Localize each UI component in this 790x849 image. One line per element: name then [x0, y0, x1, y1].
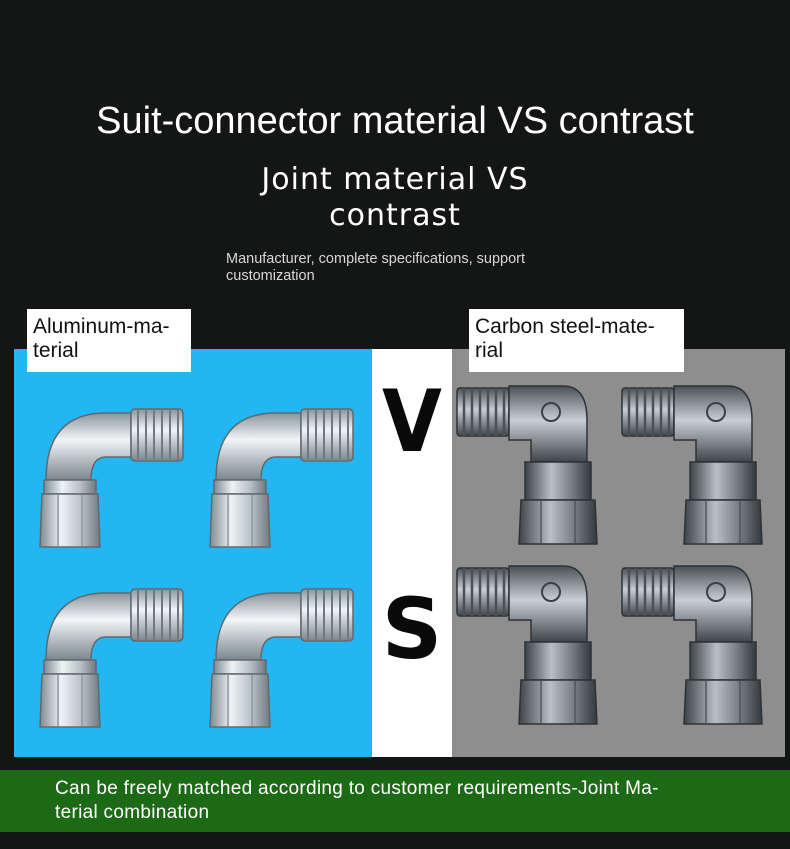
- note-line-2: customization: [226, 268, 315, 284]
- aluminum-label-line-1: Aluminum-ma-: [33, 315, 170, 338]
- aluminum-material-label: Aluminum-ma- terial: [27, 309, 191, 372]
- aluminum-elbow-fitting-icon: [39, 588, 184, 728]
- manufacturer-note: Manufacturer, complete specifications, s…: [226, 251, 586, 285]
- carbon-steel-elbow-fitting-icon: [456, 565, 598, 725]
- carbon-steel-label-line-2: rial: [475, 339, 504, 362]
- subtitle-line-2: contrast: [329, 198, 461, 233]
- aluminum-elbow-fitting-icon: [39, 408, 184, 548]
- carbon-steel-elbow-fitting-icon: [456, 385, 598, 545]
- footer-line-2: terial combination: [55, 802, 210, 823]
- page-title: Suit-connector material VS contrast: [96, 100, 694, 142]
- carbon-steel-elbow-fitting-icon: [621, 565, 763, 725]
- aluminum-elbow-fitting-icon: [209, 588, 354, 728]
- vs-letter-v: V: [382, 372, 442, 472]
- aluminum-elbow-fitting-icon: [209, 408, 354, 548]
- vs-divider-panel: [372, 349, 452, 757]
- page-subtitle: Joint material VS contrast: [245, 162, 545, 234]
- carbon-steel-material-label: Carbon steel-mate- rial: [469, 309, 684, 372]
- subtitle-line-1: Joint material VS: [261, 162, 529, 197]
- footer-caption: Can be freely matched according to custo…: [55, 777, 735, 825]
- note-line-1: Manufacturer, complete specifications, s…: [226, 251, 526, 267]
- vs-letter-s: S: [381, 580, 443, 678]
- aluminum-label-line-2: terial: [33, 339, 79, 362]
- footer-line-1: Can be freely matched according to custo…: [55, 778, 659, 799]
- footer-band: [0, 770, 790, 832]
- carbon-steel-label-line-1: Carbon steel-mate-: [475, 315, 655, 338]
- carbon-steel-elbow-fitting-icon: [621, 385, 763, 545]
